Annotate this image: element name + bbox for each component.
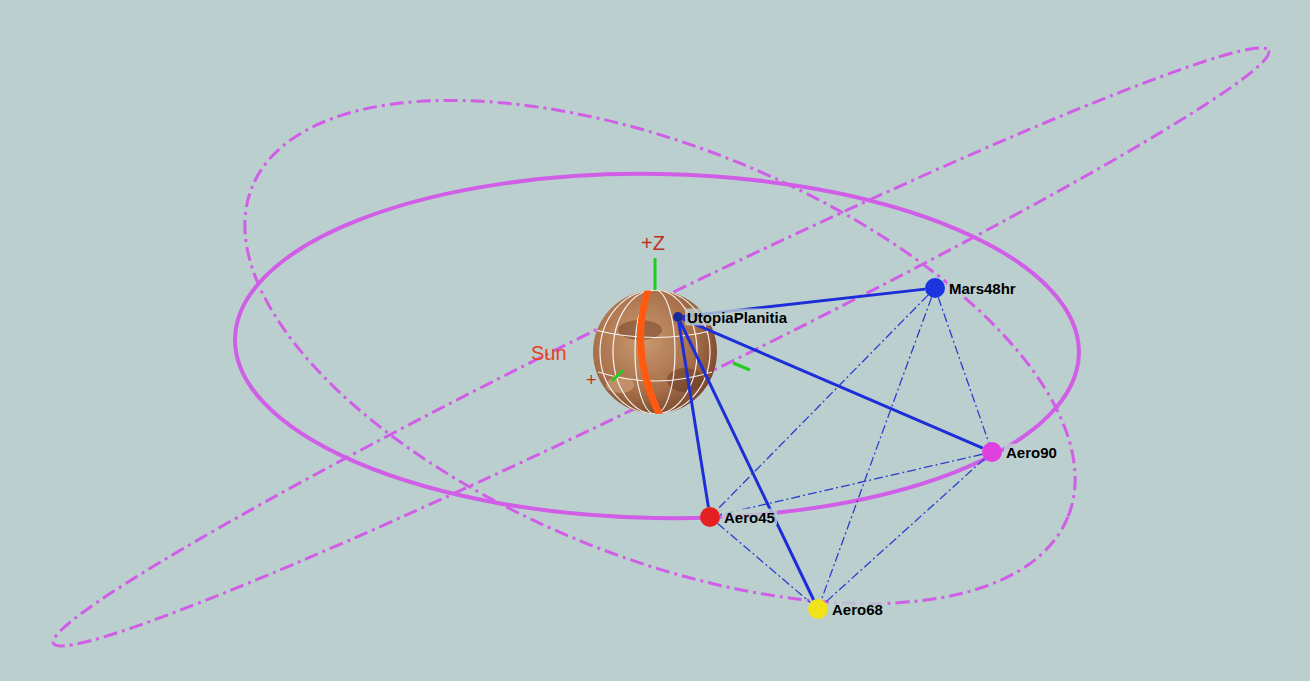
crosslink — [825, 459, 984, 603]
node-label: Mars48hr — [947, 280, 1018, 297]
crosslink — [717, 295, 928, 510]
crosslink — [938, 297, 988, 442]
comm-link — [683, 319, 983, 448]
node-label: UtopiaPlanitia — [685, 309, 789, 326]
satellite-node: Aero68 — [808, 599, 828, 619]
node-label: Aero45 — [722, 509, 777, 526]
satellite-node: Mars48hr — [925, 278, 945, 298]
crosslink — [821, 297, 931, 599]
axis-label: +Z — [641, 232, 665, 255]
satellite-node: Aero45 — [700, 507, 720, 527]
comm-link — [680, 322, 814, 600]
crosslink — [720, 454, 983, 515]
ground-station: UtopiaPlanitia — [673, 312, 683, 322]
node-label: Aero90 — [1004, 444, 1059, 461]
axis-label: + — [586, 370, 597, 391]
sun-direction-label: Sun — [531, 342, 567, 365]
crosslink — [718, 523, 811, 602]
node-label: Aero68 — [830, 601, 885, 618]
satellite-node: Aero90 — [982, 442, 1002, 462]
